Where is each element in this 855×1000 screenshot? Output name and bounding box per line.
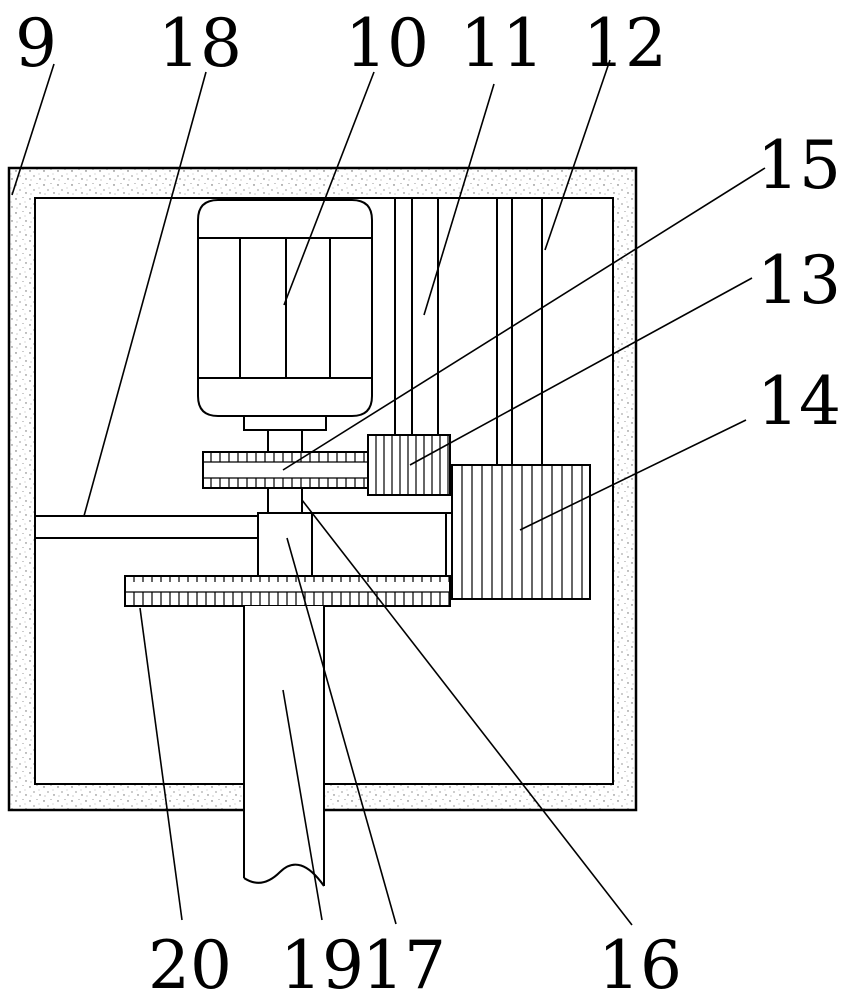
output-shaft-19	[244, 606, 324, 886]
block-14	[452, 465, 590, 599]
label-19: 19	[280, 927, 364, 1000]
label-18: 18	[158, 5, 242, 82]
gear-15	[203, 452, 369, 488]
label-13: 13	[757, 242, 841, 319]
label-10: 10	[345, 5, 429, 82]
label-11: 11	[460, 5, 544, 82]
label-14: 14	[757, 363, 841, 440]
label-12: 12	[583, 5, 667, 82]
label-16: 16	[598, 927, 682, 1000]
label-15: 15	[757, 127, 841, 204]
label-9: 9	[15, 5, 57, 82]
gear-20	[125, 576, 450, 606]
gear-13	[368, 435, 450, 495]
motor	[198, 200, 372, 452]
label-17: 17	[362, 927, 446, 1000]
label-20: 20	[148, 927, 232, 1000]
